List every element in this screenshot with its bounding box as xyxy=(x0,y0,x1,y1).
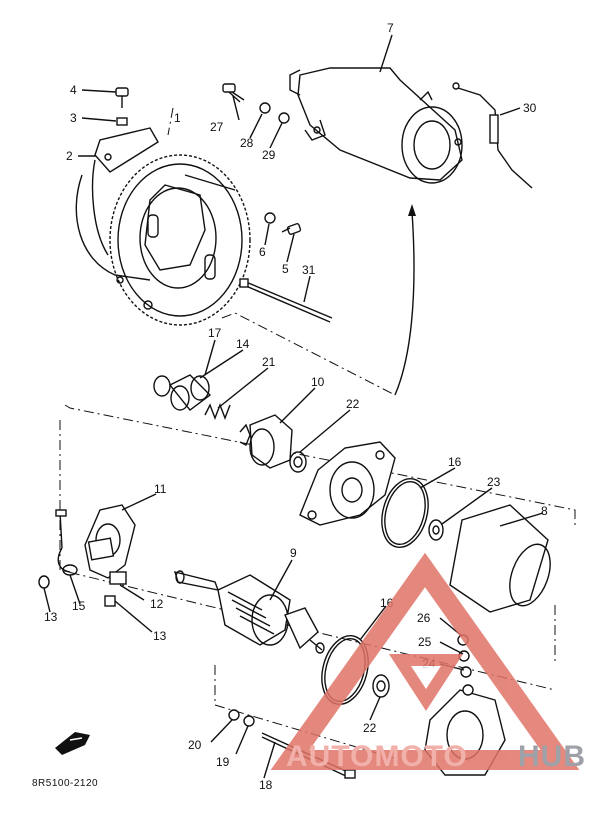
label-12: 12 xyxy=(150,597,164,611)
label-11: 11 xyxy=(154,482,167,496)
fasteners-upper xyxy=(222,83,333,323)
label-17: 17 xyxy=(208,326,222,340)
label-1: 1 xyxy=(174,111,181,125)
armature xyxy=(173,570,390,705)
label-4: 4 xyxy=(70,83,77,97)
part-labels: 4 3 2 1 7 30 27 28 29 6 5 31 17 14 21 10… xyxy=(32,21,548,792)
label-15: 15 xyxy=(72,599,86,613)
label-16-upper: 16 xyxy=(448,455,462,469)
label-13-left: 13 xyxy=(44,610,58,624)
label-7: 7 xyxy=(387,21,394,35)
watermark-text-1: AUTOMOTO xyxy=(286,740,468,773)
label-6: 6 xyxy=(259,245,266,259)
label-31: 31 xyxy=(302,263,316,277)
watermark-triangle-icon xyxy=(270,552,580,770)
diagram-code: 8R5100-2120 xyxy=(32,778,98,789)
label-19: 19 xyxy=(216,755,230,769)
label-3: 3 xyxy=(70,111,77,125)
label-9: 9 xyxy=(290,546,297,560)
label-27: 27 xyxy=(210,120,224,134)
label-29: 29 xyxy=(262,148,276,162)
label-5: 5 xyxy=(282,262,289,276)
label-28: 28 xyxy=(240,136,254,150)
front-arrow-symbol xyxy=(55,732,90,755)
label-10: 10 xyxy=(311,375,325,389)
brush-holder xyxy=(38,504,136,607)
label-13-right: 13 xyxy=(153,629,167,643)
label-21: 21 xyxy=(262,355,276,369)
assembly-arrow xyxy=(394,211,415,396)
leader-lines xyxy=(43,34,544,779)
label-20: 20 xyxy=(188,738,202,752)
arrow-head xyxy=(408,204,416,216)
label-25: 25 xyxy=(418,635,432,649)
label-14: 14 xyxy=(236,337,250,351)
label-18: 18 xyxy=(259,778,273,792)
label-8: 8 xyxy=(541,504,548,518)
starter-motor xyxy=(289,67,533,189)
pinion-components xyxy=(153,374,551,613)
label-22-upper: 22 xyxy=(346,397,360,411)
assembly-boundaries xyxy=(59,107,576,761)
watermark-text-2: HUB xyxy=(518,740,586,773)
label-26: 26 xyxy=(417,611,431,625)
label-22-lower: 22 xyxy=(363,721,377,735)
label-23: 23 xyxy=(487,475,501,489)
watermark-inner-triangle-icon xyxy=(388,654,464,712)
label-2: 2 xyxy=(66,149,73,163)
ring-gear-assembly xyxy=(75,87,302,326)
watermark-logo xyxy=(270,552,580,770)
label-30: 30 xyxy=(523,101,537,115)
